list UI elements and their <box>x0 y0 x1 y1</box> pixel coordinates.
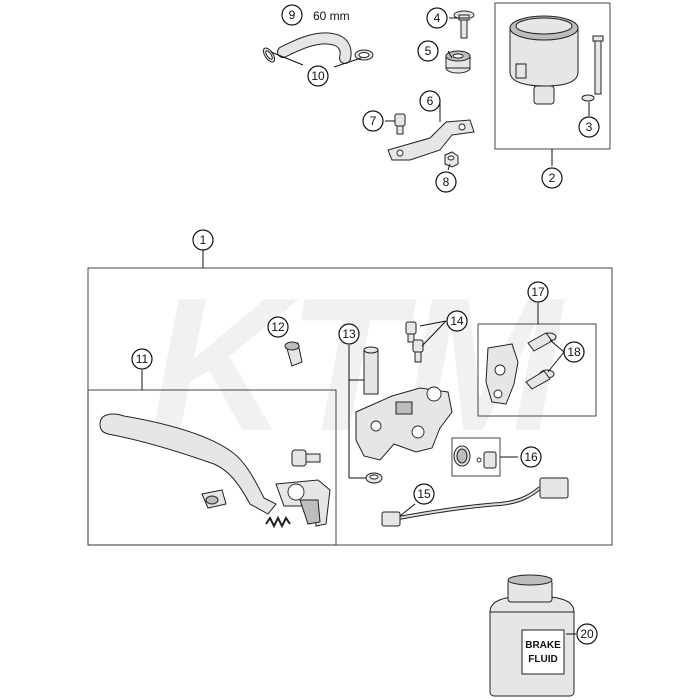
svg-text:15: 15 <box>417 487 431 501</box>
bottle-label-line-2: FLUID <box>528 654 557 665</box>
screw-4-part <box>453 10 475 39</box>
brake-hose-part <box>277 32 352 64</box>
clip-13-part <box>365 472 383 484</box>
hose-clamp-left-part <box>262 47 276 63</box>
hose-length-label: 60 mm <box>313 9 350 23</box>
nut-8-part <box>444 151 459 168</box>
svg-text:5: 5 <box>425 44 432 58</box>
callout-15: 15 <box>413 483 435 505</box>
callout-7: 7 <box>362 110 384 132</box>
brake-lever-part <box>99 413 331 527</box>
svg-text:17: 17 <box>531 285 545 299</box>
svg-text:7: 7 <box>370 114 377 128</box>
callout-1: 1 <box>192 229 214 251</box>
callout-18: 18 <box>563 341 585 363</box>
bottle-label-line-1: BRAKE <box>525 640 561 651</box>
brake-switch-cable-part <box>381 477 569 527</box>
callout-8: 8 <box>435 171 457 193</box>
svg-text:8: 8 <box>443 175 450 189</box>
callout-6: 6 <box>419 90 441 112</box>
grommet-5-part <box>445 50 471 74</box>
callout-9: 9 <box>281 4 303 26</box>
callout-11: 11 <box>131 348 153 370</box>
assembly-box-11 <box>87 389 337 546</box>
brake-fluid-bottle-part <box>489 574 575 697</box>
fitting-16-part <box>476 451 497 469</box>
svg-text:6: 6 <box>427 94 434 108</box>
lever-spring-part <box>265 515 291 529</box>
cap-12-part <box>284 341 303 367</box>
clamp-screw-lower-part <box>525 369 555 390</box>
fluid-reservoir-part <box>509 15 579 105</box>
bleeder-valve-14-part <box>405 321 424 363</box>
callout-4: 4 <box>426 7 448 29</box>
screw-7-part <box>394 113 406 135</box>
svg-text:9: 9 <box>289 8 296 22</box>
svg-text:1: 1 <box>200 233 207 247</box>
assembly-box-17 <box>477 323 597 417</box>
callout-14: 14 <box>446 310 468 332</box>
svg-text:18: 18 <box>567 345 581 359</box>
svg-text:11: 11 <box>136 352 149 366</box>
callout-17: 17 <box>527 281 549 303</box>
svg-text:2: 2 <box>549 171 556 185</box>
callout-2: 2 <box>541 167 563 189</box>
callout-16: 16 <box>520 446 542 468</box>
callout-20: 20 <box>576 623 598 645</box>
handlebar-clamp-part <box>485 343 519 405</box>
svg-text:3: 3 <box>586 120 593 134</box>
boot-16-part <box>453 445 471 467</box>
svg-text:16: 16 <box>524 450 538 464</box>
callout-13: 13 <box>338 323 360 345</box>
leader-lines <box>141 17 590 635</box>
callout-5: 5 <box>417 40 439 62</box>
callout-3: 3 <box>578 116 600 138</box>
svg-text:13: 13 <box>342 327 356 341</box>
svg-text:4: 4 <box>434 11 441 25</box>
clamp-screw-upper-part <box>527 332 557 352</box>
pivot-bolt-part <box>201 489 227 509</box>
long-screw-3-part <box>581 35 604 102</box>
svg-text:14: 14 <box>450 314 464 328</box>
callout-12: 12 <box>267 316 289 338</box>
svg-text:20: 20 <box>580 627 594 641</box>
hose-clamp-right-part <box>354 49 374 61</box>
master-cylinder-body-part <box>355 386 453 461</box>
svg-text:12: 12 <box>271 320 285 334</box>
svg-text:10: 10 <box>311 69 325 83</box>
callout-10: 10 <box>307 65 329 87</box>
lever-adjuster-part <box>291 449 321 467</box>
bracket-6-part <box>387 119 475 161</box>
pin-13-part <box>363 346 379 395</box>
